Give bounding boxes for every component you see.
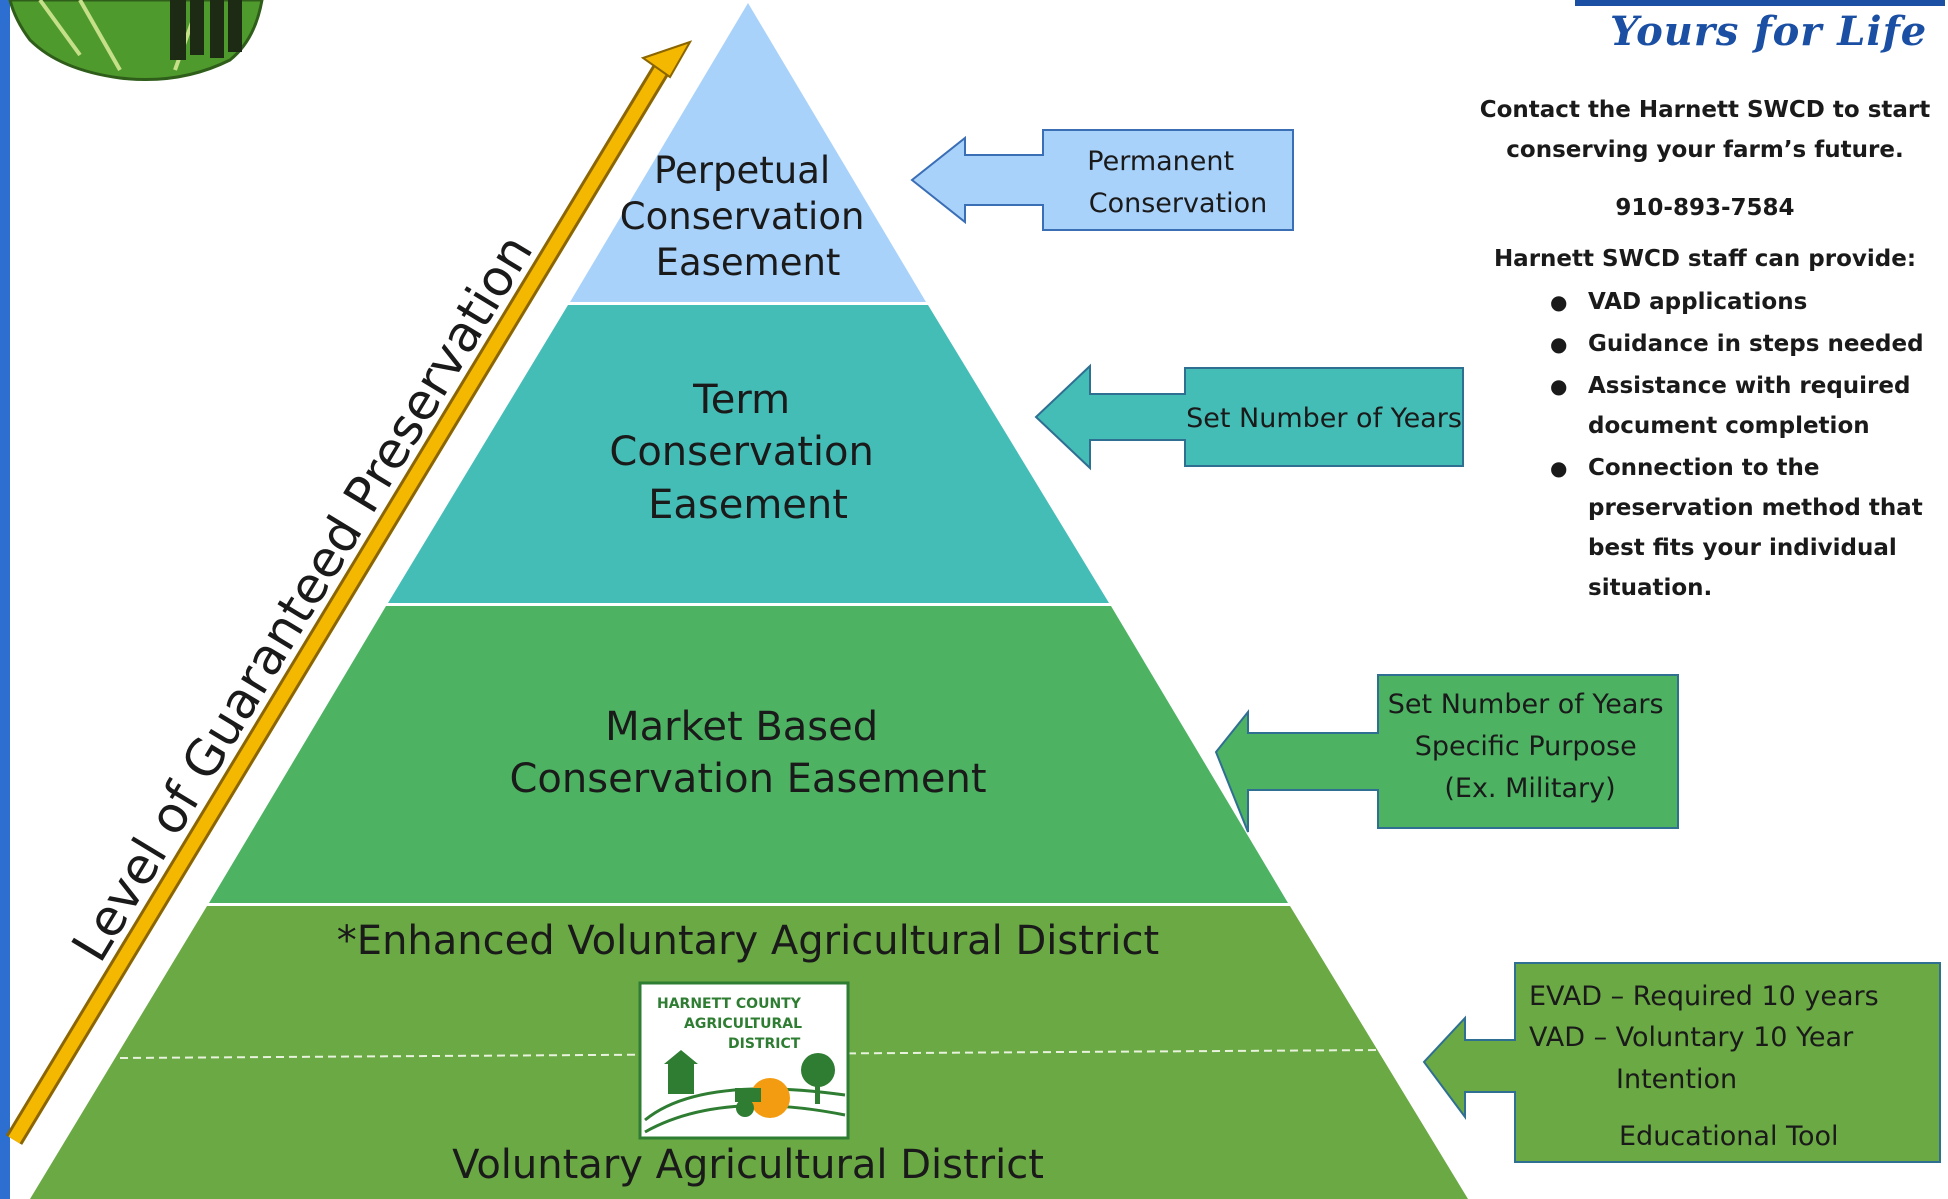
bullet-icon: ●	[1550, 374, 1568, 398]
svg-text:Set Number of Years: Set Number of Years	[1186, 403, 1462, 434]
service-item: ●Assistance with required document compl…	[1550, 366, 1940, 446]
callout-market-purpose: Set Number of Years Specific Purpose (Ex…	[1214, 674, 1679, 833]
pyramid-level-market	[209, 606, 1288, 903]
callout-set-number-of-years: Set Number of Years	[1034, 363, 1464, 471]
staff-services-list: ●VAD applications ●Guidance in steps nee…	[1470, 282, 1940, 608]
svg-text:EVAD – Required 10 years: EVAD – Required 10 years VAD – Voluntary…	[1529, 981, 1887, 1152]
service-item: ●VAD applications	[1550, 282, 1940, 322]
svg-text:Permanent Conservation: Permanent Conservation	[1087, 146, 1267, 219]
logo-tagline: Yours for Life	[1610, 8, 1928, 55]
contact-line-1: Contact the Harnett SWCD to start	[1479, 97, 1931, 123]
contact-line-2: conserving your farm’s future.	[1506, 137, 1904, 163]
pyramid-label-term: Term Conservation Easement	[609, 377, 886, 528]
pyramid-label-market: Market Based Conservation Easement	[509, 704, 986, 802]
bullet-icon: ●	[1550, 456, 1568, 480]
svg-text:HARNETT COUNTY AGRICULTU: HARNETT COUNTY AGRICULTURAL DISTRICT	[657, 996, 807, 1052]
service-item: ●Connection to the preservation method t…	[1550, 448, 1940, 608]
agricultural-district-sign: HARNETT COUNTY AGRICULTURAL DISTRICT	[638, 981, 850, 1140]
preservation-level-arrow	[5, 40, 693, 1145]
left-border-stripe	[0, 0, 10, 1199]
bullet-icon: ●	[1550, 332, 1568, 356]
staff-services-title: Harnett SWCD staff can provide:	[1493, 246, 1917, 272]
pyramid-label-evad: *Enhanced Voluntary Agricultural Distric…	[337, 918, 1159, 964]
farm-logo	[8, 0, 264, 81]
pyramid-label-perpetual: Perpetual Conservation Easement	[620, 149, 876, 284]
contact-info-panel: Contact the Harnett SWCD to start conser…	[1470, 90, 1940, 610]
pyramid-label-vad: Voluntary Agricultural District	[452, 1142, 1044, 1188]
callout-evad-vad: EVAD – Required 10 years VAD – Voluntary…	[1422, 962, 1941, 1163]
bullet-icon: ●	[1550, 290, 1568, 314]
pyramid-level-term	[388, 305, 1109, 603]
callout-permanent-conservation: Permanent Conservation	[910, 129, 1294, 231]
phone-number: 910-893-7584	[1615, 195, 1795, 221]
pyramid-level-perpetual	[570, 3, 926, 302]
logo-top-bar	[1575, 0, 1945, 6]
service-item: ●Guidance in steps needed	[1550, 324, 1940, 364]
svg-text:Set Number of Years Spec: Set Number of Years Specific Purpose (Ex…	[1388, 689, 1672, 804]
